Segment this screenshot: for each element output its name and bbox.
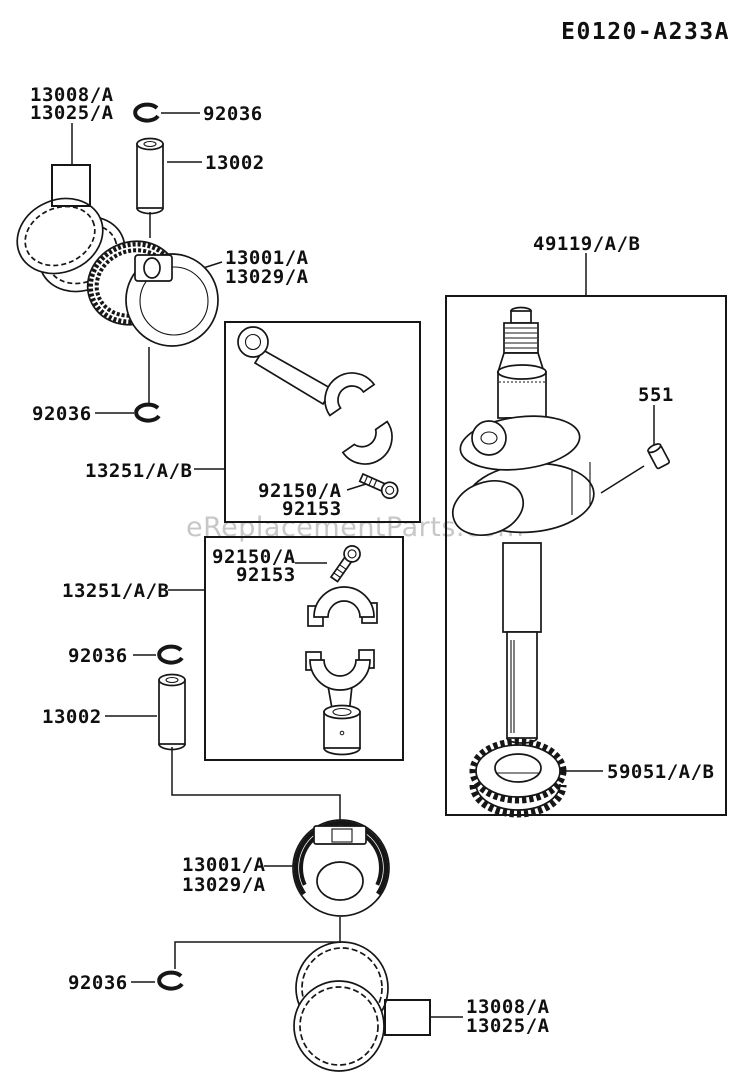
piston-pin-left-drawing xyxy=(158,673,186,751)
label-circlip-left: 92036 xyxy=(68,645,128,667)
label-rod-bolt1-1: 92150/A xyxy=(258,480,342,502)
label-rings-top-2: 13025/A xyxy=(30,102,114,124)
piston-rings-top-drawing xyxy=(16,197,126,293)
label-pin-left: 13002 xyxy=(42,706,102,728)
piston-bottom-drawing xyxy=(292,819,390,917)
dowel-pin-drawing xyxy=(647,443,671,470)
label-rings-top-1: 13008/A xyxy=(30,84,114,106)
circlip-bottom-drawing xyxy=(157,970,184,991)
label-rod-bolt2-1: 92150/A xyxy=(212,546,296,568)
spur-gear-drawing xyxy=(469,738,567,818)
crankshaft-box xyxy=(445,295,727,816)
leader-lines xyxy=(71,112,655,1018)
circlip-top-drawing xyxy=(133,102,160,123)
crankshaft-drawing xyxy=(451,306,595,744)
piston-top-drawing xyxy=(86,240,219,347)
label-crankshaft: 49119/A/B xyxy=(533,233,640,255)
label-pin-top: 13002 xyxy=(205,152,265,174)
conrod-2-drawing xyxy=(305,586,378,756)
label-rod-bolt1-2: 92153 xyxy=(282,498,342,520)
circlip-mid-drawing xyxy=(134,402,161,423)
conrod-1-drawing xyxy=(237,326,393,465)
label-circlip-top: 92036 xyxy=(203,103,263,125)
label-conrod-box1: 13251/A/B xyxy=(85,460,192,482)
rod-bolt-1-drawing xyxy=(358,472,399,500)
label-rings-bottom-2: 13025/A xyxy=(466,1015,550,1037)
piston-pin-top-drawing xyxy=(136,137,164,215)
label-rod-bolt2-2: 92153 xyxy=(236,564,296,586)
label-piston-bottom-1: 13001/A xyxy=(182,854,266,876)
label-conrod-box2: 13251/A/B xyxy=(62,580,169,602)
label-piston-bottom-2: 13029/A xyxy=(182,874,266,896)
label-rings-bottom-1: 13008/A xyxy=(466,996,550,1018)
rings-top-bracket xyxy=(51,164,91,207)
rings-bottom-bracket xyxy=(384,999,431,1036)
label-piston-top-2: 13029/A xyxy=(225,266,309,288)
label-circlip-mid: 92036 xyxy=(32,403,92,425)
label-spur-gear: 59051/A/B xyxy=(607,761,714,783)
conrod-box-1 xyxy=(224,321,421,523)
label-dowel-pin: 551 xyxy=(638,384,674,406)
label-piston-top-1: 13001/A xyxy=(225,247,309,269)
conrod-box-2 xyxy=(204,536,404,761)
diagram-code: E0120-A233A xyxy=(561,19,730,45)
label-circlip-bottom: 92036 xyxy=(68,972,128,994)
piston-rings-bottom-drawing xyxy=(293,941,389,1072)
rod-bolt-2-drawing xyxy=(329,545,361,583)
circlip-left-drawing xyxy=(157,644,184,665)
